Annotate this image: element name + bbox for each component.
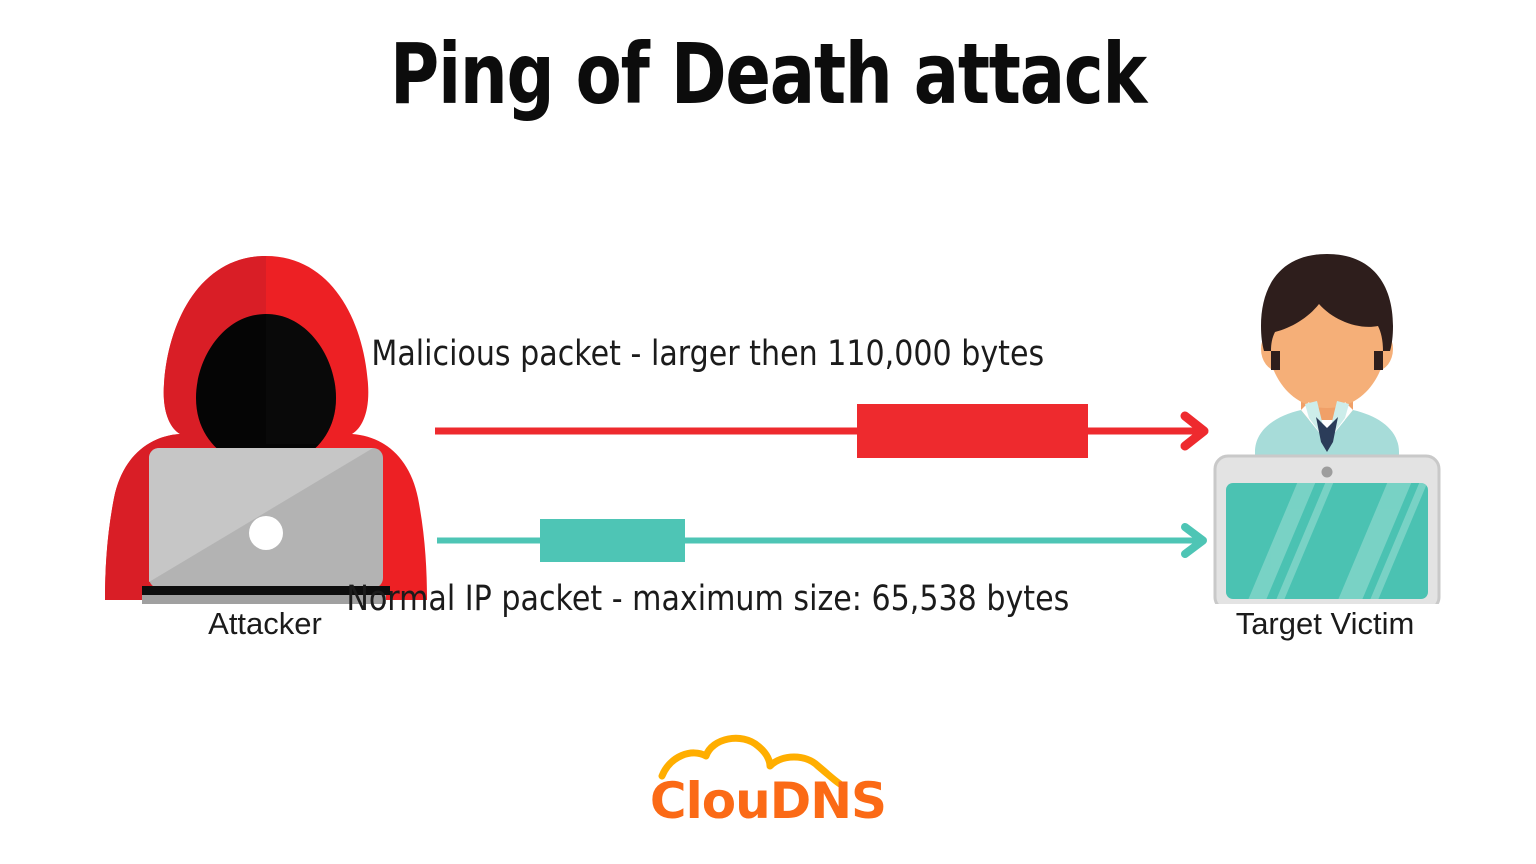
- attacker-laptop-hinge: [142, 586, 390, 595]
- victim-sideburn-left: [1271, 351, 1280, 370]
- normal-packet-block: [540, 519, 685, 562]
- face-void-shade: [266, 314, 336, 444]
- attacker-figure-icon: [105, 256, 427, 604]
- malicious-arrowhead: [1180, 411, 1209, 451]
- normal-arrowhead: [1181, 523, 1207, 558]
- normal-flow-label: Normal IP packet - maximum size: 65,538 …: [346, 579, 1070, 619]
- normal-flow-arrow: [437, 519, 1207, 562]
- victim-screen-glare: [1243, 483, 1428, 599]
- malicious-flow-arrow: [435, 404, 1209, 458]
- attacker-laptop-logo: [249, 516, 283, 550]
- victim-hair: [1261, 254, 1393, 351]
- attacker-laptop-lid-highlight: [149, 448, 373, 582]
- victim-caption: Target Victim: [1235, 606, 1415, 641]
- malicious-packet-block: [857, 404, 1088, 458]
- attacker-laptop-base: [142, 595, 386, 604]
- cloudns-logo: ClouDNS: [650, 734, 887, 828]
- cloudns-wordmark: ClouDNS: [650, 772, 886, 828]
- victim-figure-icon: [1213, 254, 1441, 604]
- malicious-arrow-line: [435, 427, 1200, 435]
- victim-shirt: [1255, 410, 1399, 466]
- page-title: Ping of Death attack: [390, 25, 1147, 123]
- victim-sideburn-right: [1374, 351, 1383, 370]
- packet-flow-arrows: [435, 404, 1209, 562]
- victim-laptop-webcam: [1321, 466, 1333, 478]
- malicious-flow-label: Malicious packet - larger then 110,000 b…: [371, 334, 1045, 374]
- victim-tie: [1316, 417, 1338, 452]
- normal-arrow-line: [437, 537, 1200, 544]
- cloud-icon: [658, 734, 844, 788]
- attacker-caption: Attacker: [208, 606, 322, 641]
